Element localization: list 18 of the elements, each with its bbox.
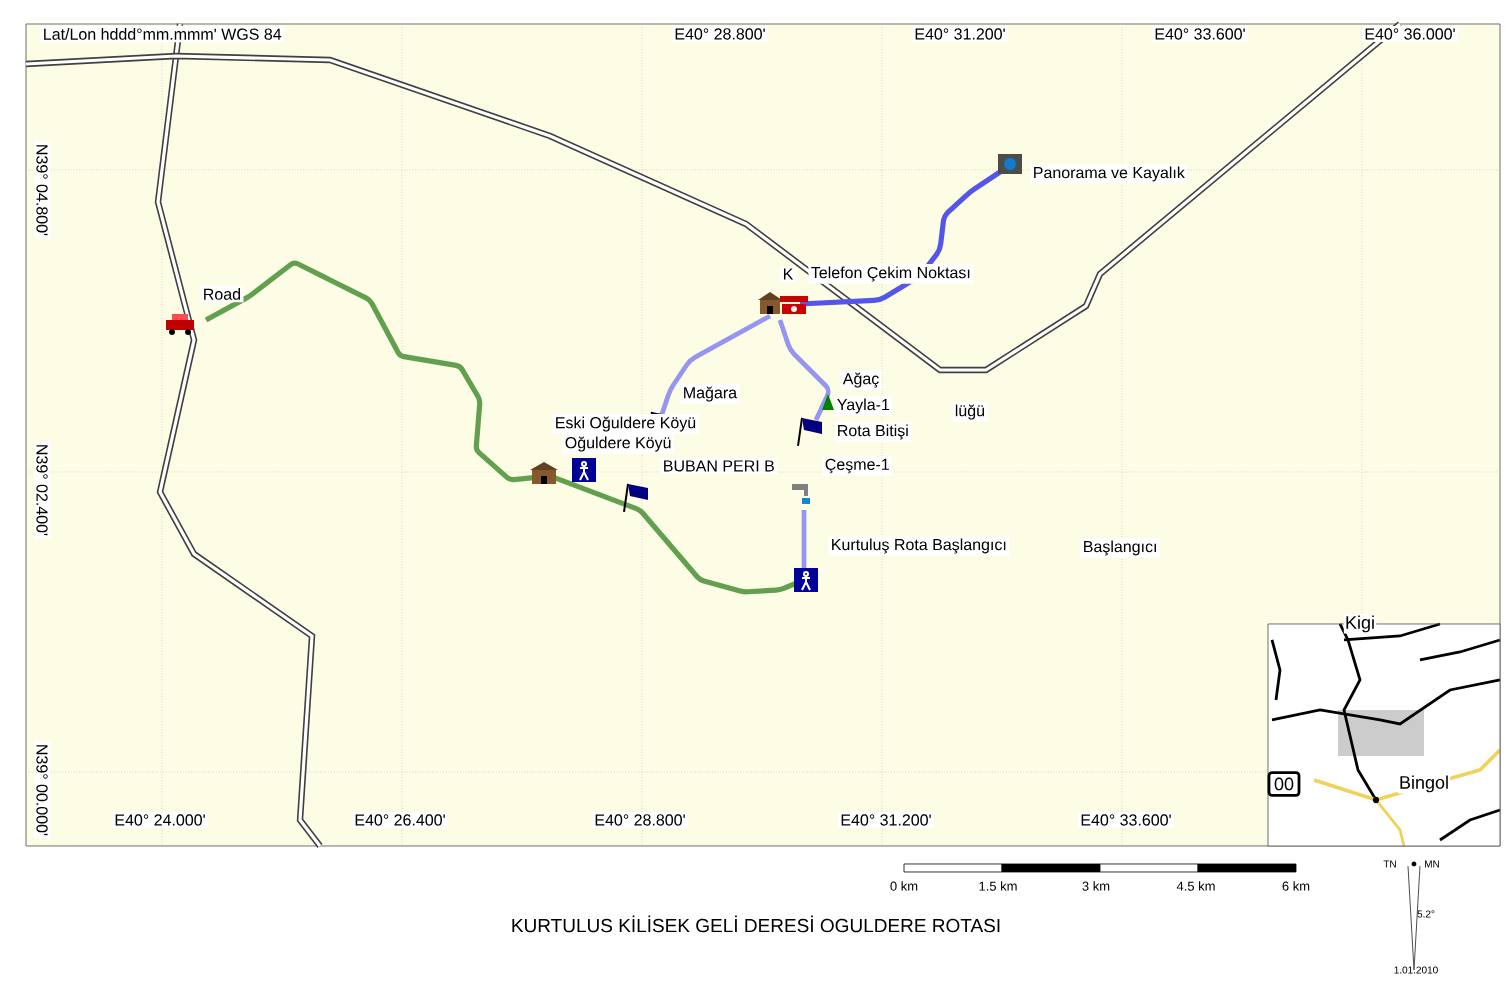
map-label: Panorama ve Kayalık (1030, 164, 1188, 184)
map-label: Kigi (1343, 614, 1377, 634)
map-label: BUBAN PERI B (660, 458, 778, 474)
map-label: Kurtuluş Rota Başlangıcı (828, 536, 1010, 556)
map-label: Başlangıcı (1080, 538, 1160, 558)
map-label: Çeşme-1 (822, 456, 893, 476)
scale-box: 00 (1267, 771, 1301, 797)
map-label: Oğuldere Köyü (562, 434, 674, 454)
map-label: Telefon Çekim Noktası (808, 264, 974, 284)
map-label: Bingol (1397, 774, 1451, 794)
map-label: Eski Oğuldere Köyü (552, 414, 699, 434)
map-label: K (780, 266, 796, 282)
map-label: lüğü (952, 402, 988, 422)
map-title: KURTULUS KİLİSEK GELİ DERESİ OGULDERE ROTASI (512, 915, 1000, 933)
map-label: Mağara (680, 384, 740, 404)
map-label: Rota Bitişi (834, 422, 912, 442)
map-label: Ağaç (840, 370, 882, 390)
map-label: Yayla-1 (834, 396, 893, 416)
